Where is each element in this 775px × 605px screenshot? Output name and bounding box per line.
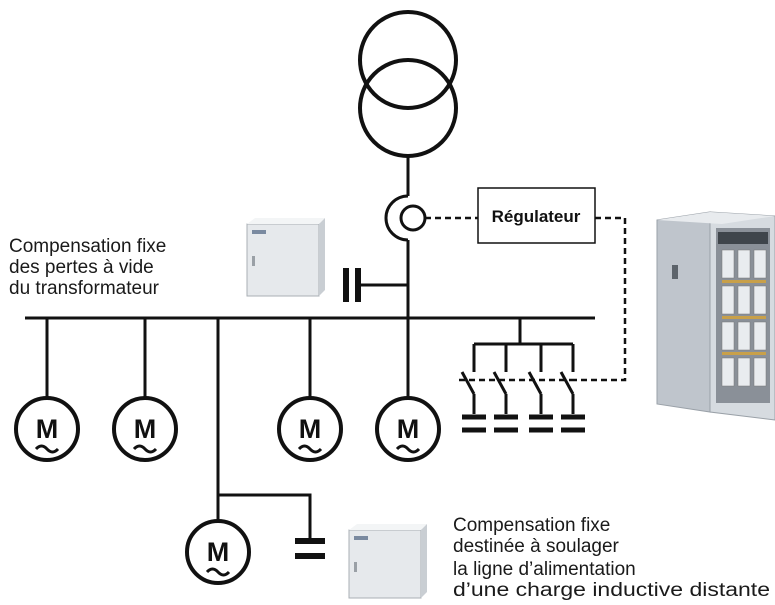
line-label-line-3: la ligne d’alimentation (453, 559, 636, 580)
feeder-line (384, 156, 410, 318)
motor-5-label: M (207, 537, 230, 567)
transformer-compensation-label: Compensation fixe des pertes à vide du t… (9, 236, 166, 299)
motor-5-tilde-icon (205, 567, 231, 577)
motor-2-tilde-icon (132, 444, 158, 454)
motor-4-tilde-icon (395, 444, 421, 454)
transformer-label-line-3: du transformateur (9, 278, 160, 299)
motor-2: M (112, 396, 178, 462)
line-label-line-2: destinée à soulager (453, 536, 620, 557)
line-compensation-label: Compensation fixe destinée à soulager la… (453, 515, 770, 601)
capacitor-enclosure-photo-2 (348, 524, 427, 599)
motor-3-tilde-icon (297, 444, 323, 454)
current-transformer-symbol (399, 204, 427, 232)
motor-2-label: M (134, 414, 157, 444)
regulator-box: Régulateur (477, 187, 596, 244)
transformer-label-line-1: Compensation fixe (9, 236, 166, 257)
transformer-fixed-capacitor (343, 268, 408, 302)
line-label-line-4: d’une charge inductive distante (453, 580, 770, 601)
control-dashed-lines (425, 216, 627, 382)
motor-1-tilde-icon (34, 444, 60, 454)
capacitor-enclosure-photo (246, 218, 325, 297)
line-fixed-capacitor (295, 538, 325, 559)
motor-5: M (185, 519, 251, 585)
regulator-label: Régulateur (492, 207, 581, 226)
motor-4: M (375, 396, 441, 462)
motor-feeders (45, 318, 410, 540)
capacitor-cabinet-photo (656, 211, 775, 421)
motor-1-label: M (36, 414, 59, 444)
motor-3: M (277, 396, 343, 462)
motor-1: M (14, 396, 80, 462)
line-label-line-1: Compensation fixe (453, 515, 610, 536)
transformer-label-line-2: des pertes à vide (9, 257, 154, 278)
motor-3-label: M (299, 414, 322, 444)
transformer-symbol (358, 10, 458, 158)
automatic-capacitor-bank (460, 318, 585, 433)
motor-4-label: M (397, 414, 420, 444)
